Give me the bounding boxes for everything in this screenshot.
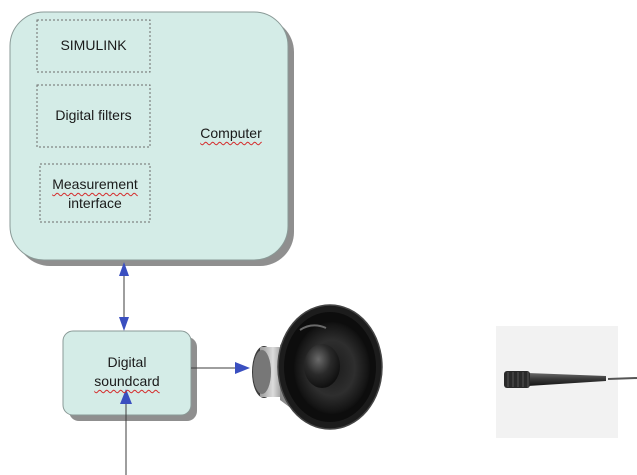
arrowhead-input	[120, 389, 132, 404]
simulink-label-text: SIMULINK	[60, 37, 127, 53]
computer-label: Computer	[186, 124, 276, 143]
measurement-label-line1: Measurement	[52, 176, 138, 192]
computer-box	[9, 11, 289, 261]
measurement-interface-label: Measurement interface	[40, 175, 150, 213]
simulink-module-box	[36, 19, 151, 73]
arrowhead-right	[235, 362, 250, 374]
arrowhead-up	[119, 262, 129, 276]
soundcard-box	[62, 330, 192, 416]
microphone-icon	[504, 371, 637, 388]
soundcard-label-line1: Digital	[107, 354, 147, 370]
soundcard-label-line2: soundcard	[94, 373, 160, 389]
measurement-label-line2: interface	[68, 195, 122, 211]
digital-filters-label: Digital filters	[37, 106, 150, 125]
digital-filters-module-box	[36, 84, 151, 148]
arrowhead-down	[119, 317, 129, 331]
loudspeaker-icon	[252, 304, 383, 430]
digital-filters-label-text: Digital filters	[55, 107, 132, 123]
simulink-label: SIMULINK	[37, 36, 150, 55]
soundcard-label: Digital soundcard	[63, 353, 191, 391]
computer-label-text: Computer	[200, 125, 262, 141]
